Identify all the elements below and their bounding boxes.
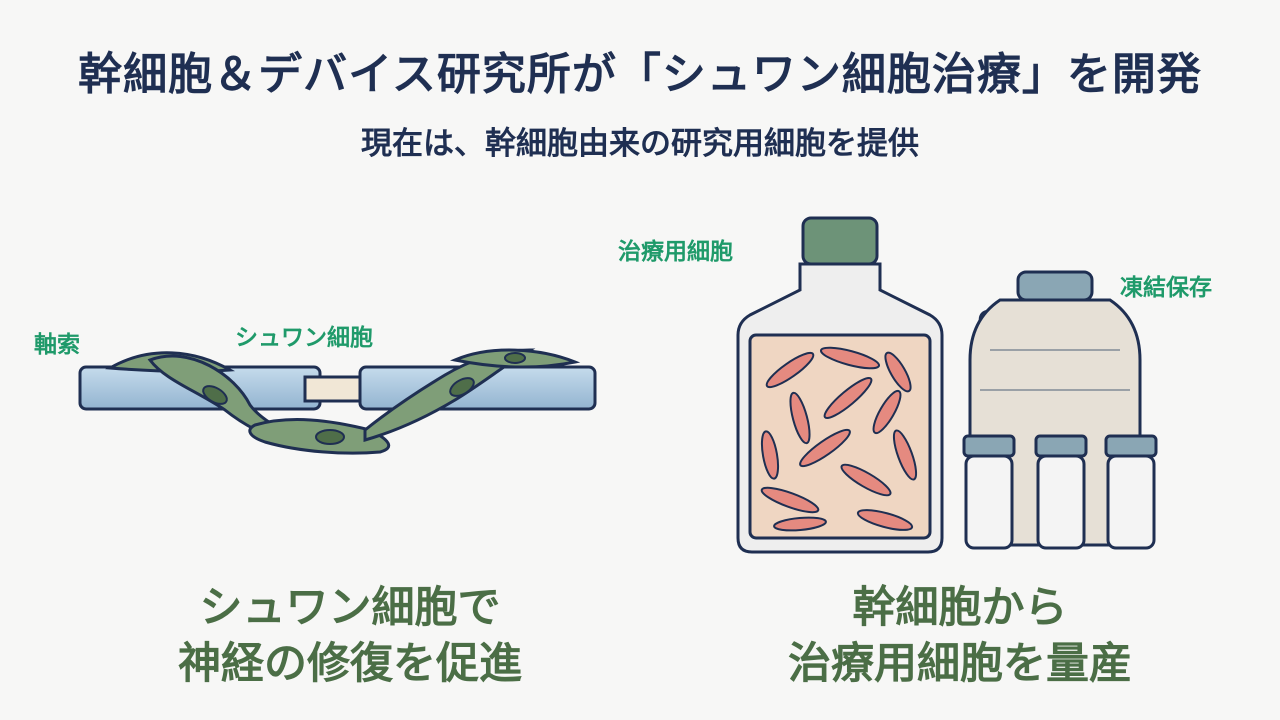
- left-caption: シュワン細胞で 神経の修復を促進: [90, 580, 610, 692]
- page-subtitle: 現在は、幹細胞由来の研究用細胞を提供: [361, 126, 919, 162]
- schwann-cells: [105, 348, 581, 455]
- therapeutic-cells-label: 治療用細胞: [618, 239, 733, 265]
- schwann-cell-label: シュワン細胞: [235, 325, 373, 351]
- page-title: 幹細胞＆デバイス研究所が「シュワン細胞治療」を開発: [78, 49, 1202, 100]
- axon-label: 軸索: [34, 332, 80, 358]
- left-caption-line2: 神経の修復を促進: [178, 639, 522, 689]
- right-caption: 幹細胞から 治療用細胞を量産: [700, 580, 1220, 692]
- cryopreservation-label: 凍結保存: [1120, 275, 1212, 301]
- schwann-nuclei: [202, 352, 526, 445]
- left-caption-line1: シュワン細胞で: [199, 583, 501, 633]
- vials: [962, 434, 1158, 550]
- right-caption-line1: 幹細胞から: [852, 583, 1068, 633]
- right-caption-line2: 治療用細胞を量産: [788, 639, 1132, 689]
- culture-cells: [760, 346, 918, 532]
